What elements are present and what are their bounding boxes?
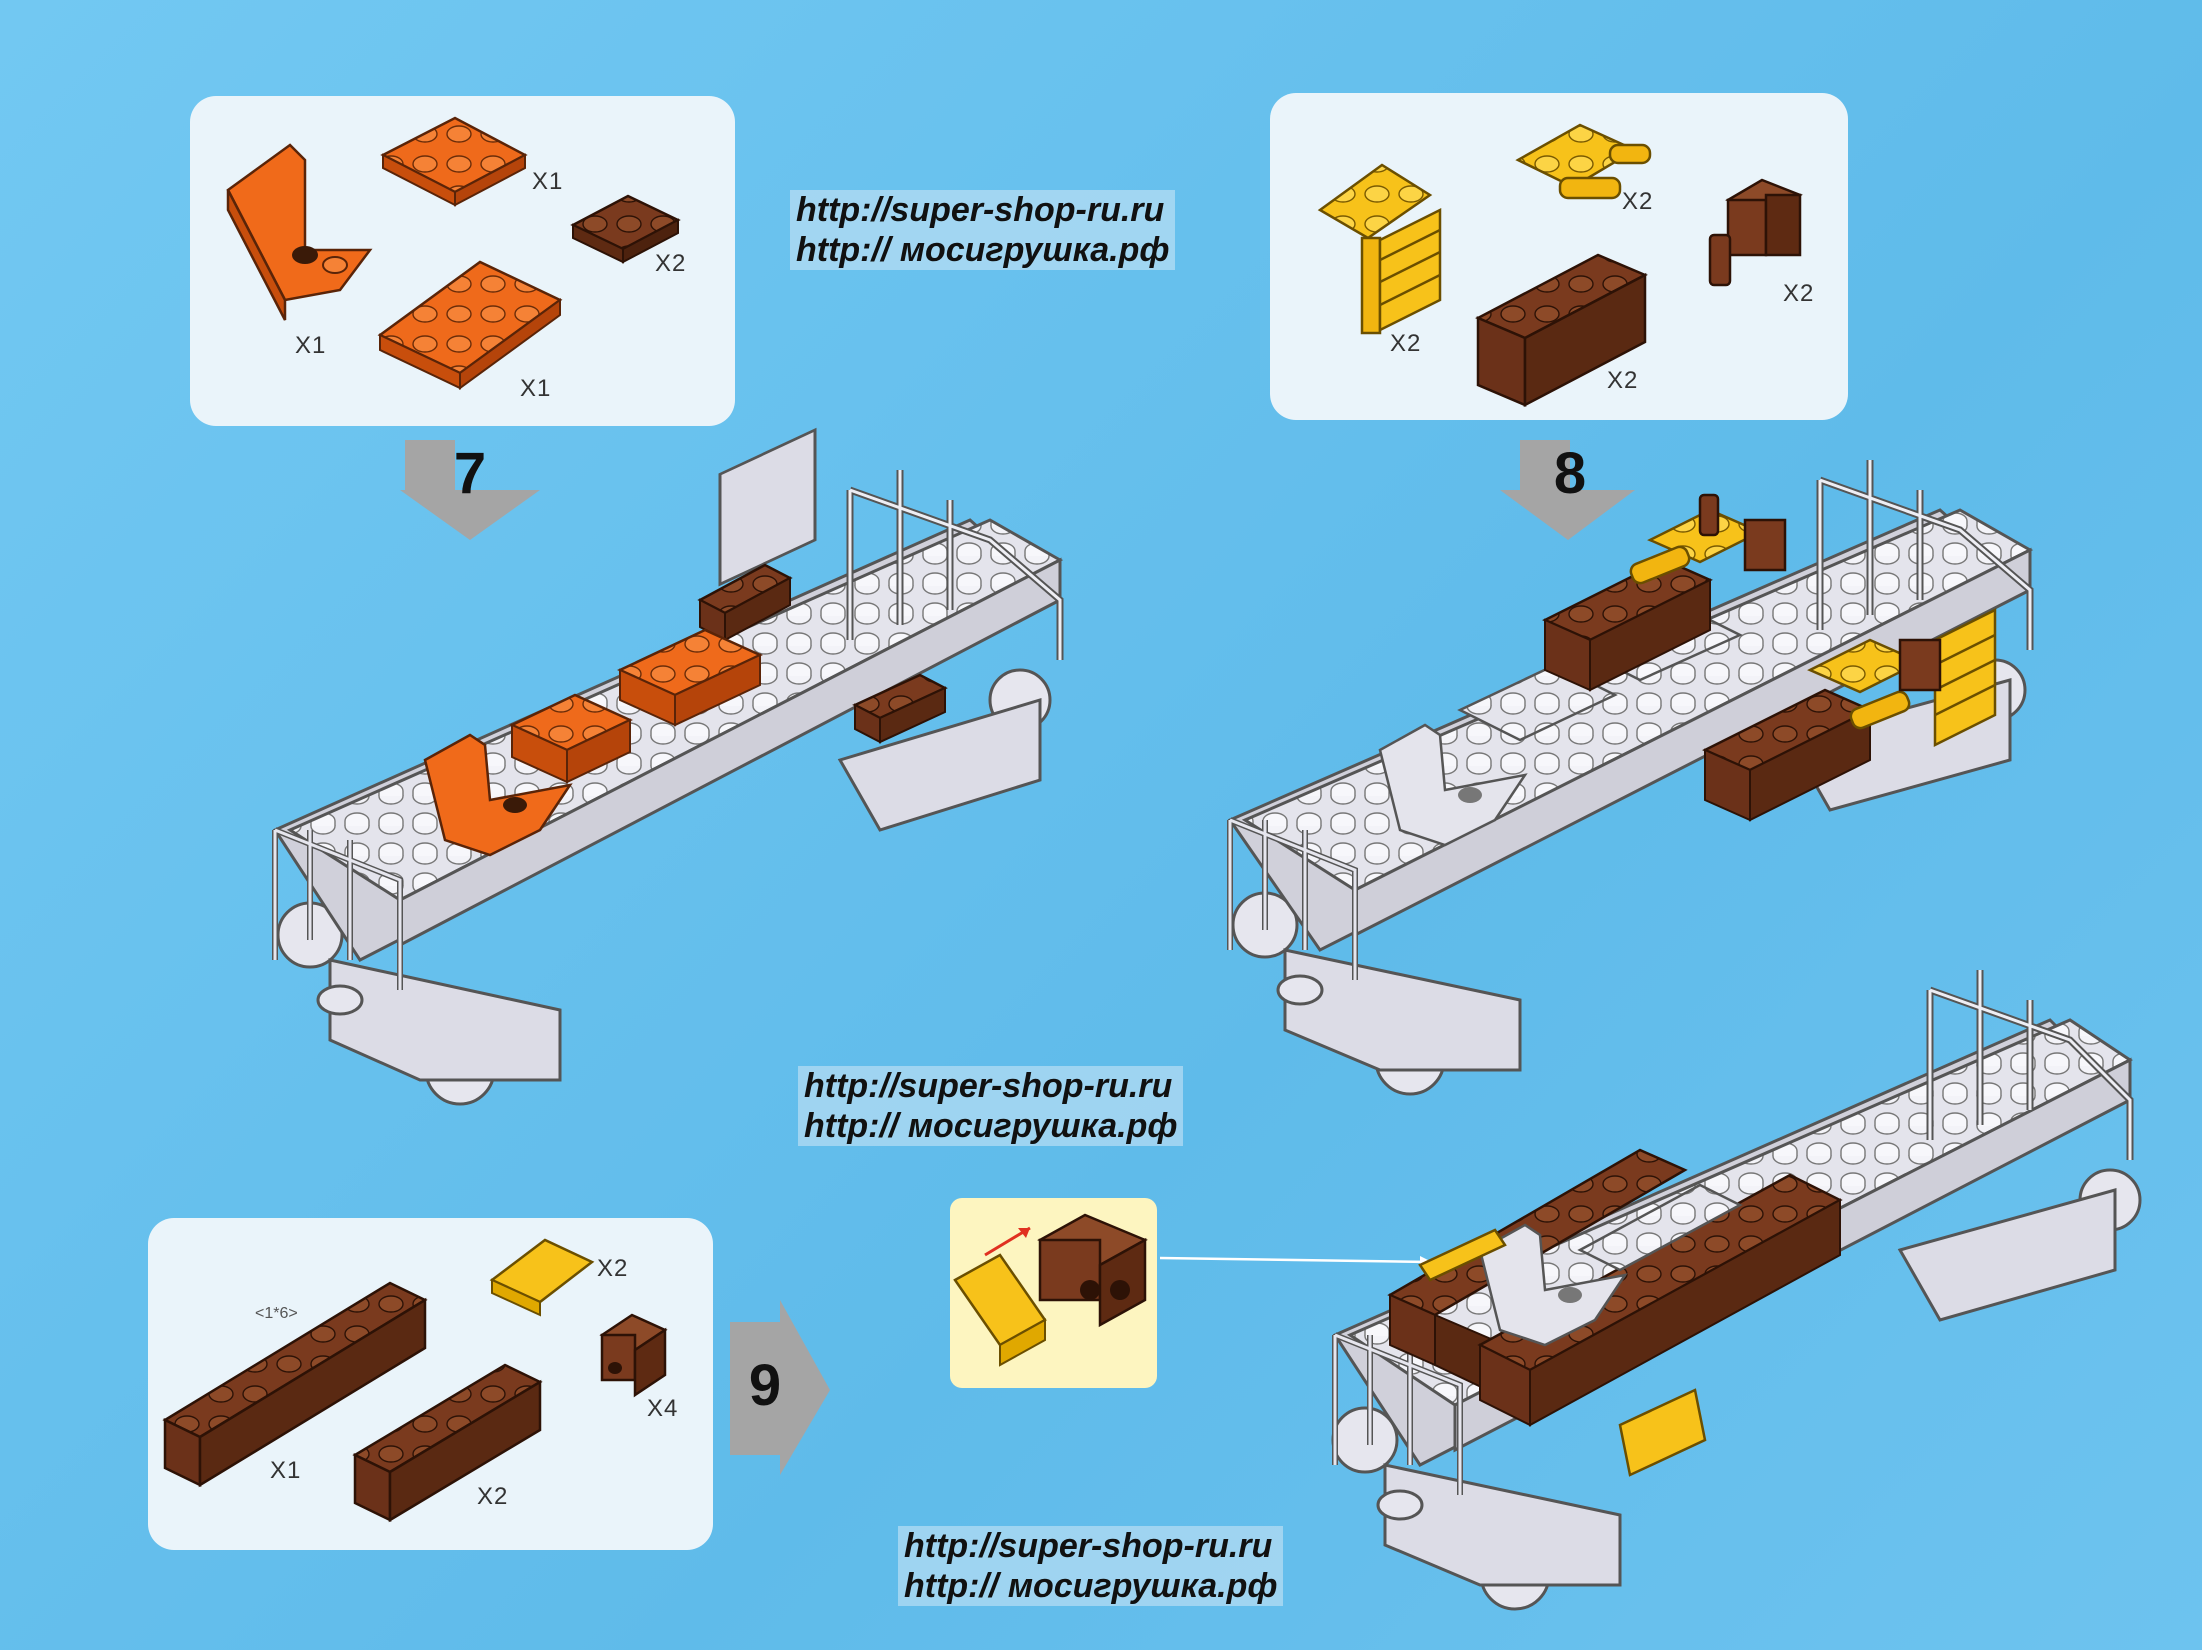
brown-brick-1x3-part [1475, 253, 1648, 408]
watermark-bottom-line1: http://super-shop-ru.ru [904, 1527, 1273, 1565]
step8-wagon-model [1227, 460, 2034, 1096]
brown-brick-1x4-part [352, 1363, 543, 1523]
plate-2x3-qty-label: X1 [520, 375, 552, 402]
plate-2x2-qty-label: X1 [532, 168, 564, 195]
brown-bracket-small-part [599, 1313, 668, 1398]
brick-1x3-qty-label: X2 [1607, 367, 1639, 394]
brown-brick-1x6-part [162, 1281, 428, 1488]
watermark-top-line2: http:// мосигрушка.рф [796, 231, 1170, 269]
watermark-bottom-line2: http:// мосигрушка.рф [904, 1567, 1278, 1605]
step7-wagon-model [272, 427, 1064, 1106]
plate-1x2-qty-label: X2 [655, 250, 687, 277]
watermark-middle-line2: http:// мосигрушка.рф [804, 1107, 1178, 1145]
callout-pointer [1159, 1256, 1431, 1264]
brick-1x6-qty-label: X1 [270, 1457, 302, 1484]
seat-qty-label: X1 [295, 332, 327, 359]
clip-plate-qty-label: X2 [1622, 188, 1654, 215]
tile-qty-label: X2 [597, 1255, 629, 1282]
step9-arrow-shape [730, 1300, 830, 1475]
brown-bracket-part [1708, 178, 1803, 287]
step8-arrow-shape [1500, 440, 1635, 540]
orange-seat-part [226, 143, 373, 321]
step8-number: 8 [1553, 441, 1587, 506]
watermark-top: http://super-shop-ru.ru http:// мосигруш… [790, 190, 1176, 270]
yellow-tile-part [489, 1238, 595, 1317]
yellow-ladder-part [1317, 163, 1442, 335]
orange-plate-2x3-part [377, 260, 563, 390]
brick-size-note: <1*6> [255, 1305, 298, 1322]
watermark-middle-line1: http://super-shop-ru.ru [804, 1067, 1173, 1105]
ladder-qty-label: X2 [1390, 330, 1422, 357]
step7-arrow-shape [400, 440, 540, 540]
watermark-middle: http://super-shop-ru.ru http:// мосигруш… [798, 1066, 1184, 1146]
orange-plate-2x2-part [380, 116, 528, 207]
bracket-small-qty-label: X4 [647, 1395, 679, 1422]
watermark-top-line1: http://super-shop-ru.ru [796, 191, 1165, 229]
step7-number: 7 [453, 441, 487, 506]
step9-number: 9 [748, 1353, 782, 1418]
step9-wagon-model [1331, 970, 2142, 1611]
yellow-clip-plate-part [1515, 123, 1652, 200]
brick-1x4-qty-label: X2 [477, 1483, 509, 1510]
bracket-qty-label: X2 [1783, 280, 1815, 307]
brown-plate-1x2-part [570, 194, 681, 264]
callout-assembly [953, 1213, 1148, 1367]
watermark-bottom: http://super-shop-ru.ru http:// мосигруш… [898, 1526, 1284, 1606]
